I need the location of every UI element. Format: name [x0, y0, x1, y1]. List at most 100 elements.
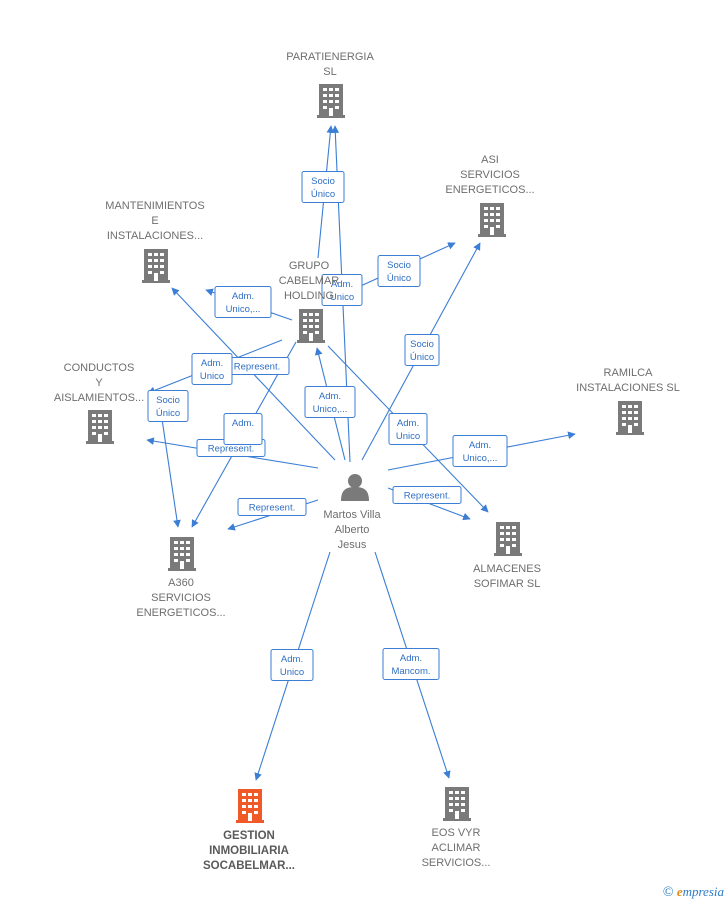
- edge-label-text: Represent.: [249, 503, 295, 514]
- edge-label-box: [452, 435, 508, 467]
- building-icon: [142, 249, 170, 283]
- edge-label-text: Adm.: [232, 291, 254, 302]
- building-icon: [86, 410, 114, 444]
- company-label-line: CABELMAR: [279, 275, 340, 287]
- edge-label-box: [321, 274, 363, 306]
- building-icon: [297, 309, 325, 343]
- company-node-grupo[interactable]: GRUPO CABELMAR HOLDING: [279, 260, 340, 343]
- edge-label-text: Represent.: [208, 444, 254, 455]
- company-label-line: SOFIMAR SL: [474, 578, 541, 590]
- company-label-line: ACLIMAR: [432, 842, 481, 854]
- company-label-line: HOLDING: [284, 290, 334, 302]
- edge-label-text: Adm.: [400, 653, 422, 664]
- person-label-line: Alberto: [335, 524, 370, 536]
- building-icon: [494, 522, 522, 556]
- company-label-line: SOCABELMAR...: [203, 860, 295, 872]
- edge-label-box: [301, 171, 345, 203]
- brand-name: mpresia: [682, 884, 724, 899]
- brand-initial: e: [676, 884, 683, 899]
- company-label-line: SL: [323, 66, 336, 78]
- edge-label-text: Adm.: [469, 440, 491, 451]
- company-node-mantenimientos[interactable]: MANTENIMIENTOSEINSTALACIONES...: [105, 200, 205, 283]
- company-label-line: Y: [95, 377, 103, 389]
- company-label-line: MANTENIMIENTOS: [105, 200, 204, 212]
- building-icon: [168, 537, 196, 571]
- company-node-gestion[interactable]: GESTION INMOBILIARIA SOCABELMAR...: [203, 789, 295, 872]
- edge-label-person-to-eos[interactable]: Adm.Mancom.: [382, 648, 440, 680]
- edge-label-person-to-paratienergia[interactable]: Adm.Unico: [321, 274, 363, 306]
- edge-label-text: Socio: [311, 176, 335, 187]
- edge-label-box: [214, 286, 272, 318]
- company-label-line: GRUPO: [289, 260, 330, 272]
- edge-label-box: [404, 334, 440, 366]
- edge-label-box: [223, 413, 263, 445]
- edge-label-person-to-grupo[interactable]: Adm. Unico,...: [304, 386, 356, 418]
- edge-label-person-to-gestion[interactable]: Adm. Unico: [270, 649, 314, 681]
- edge-label-text: Unico,...: [226, 304, 261, 315]
- edge-label-text: Unico: [200, 371, 224, 382]
- empresia-logo[interactable]: © empresia: [663, 884, 724, 901]
- building-icon: [478, 203, 506, 237]
- edge-label-grupo-to-a360[interactable]: Adm.: [223, 413, 263, 445]
- edge-label-text: Unico,...: [463, 453, 498, 464]
- edge-label-text: Unico,...: [313, 404, 348, 415]
- company-label-line: E: [151, 215, 158, 227]
- edge-label-person-to-mantenimientos[interactable]: Represent.: [224, 357, 290, 375]
- company-label-line: EOS VYR: [432, 827, 481, 839]
- company-node-eos[interactable]: EOS VYRACLIMARSERVICIOS...: [422, 787, 491, 869]
- company-node-a360[interactable]: A360SERVICIOSENERGETICOS...: [136, 537, 226, 619]
- company-label-line: A360: [168, 577, 194, 589]
- building-icon: [616, 401, 644, 435]
- company-node-asi[interactable]: ASISERVICIOSENERGETICOS...: [445, 154, 535, 237]
- company-node-ramilca[interactable]: RAMILCA INSTALACIONES SL: [576, 367, 680, 435]
- edge-label-text: Adm.: [319, 391, 341, 402]
- edge-label-grupo-to-conductos[interactable]: Adm. Unico: [191, 353, 233, 385]
- edge-label-box: [147, 390, 189, 422]
- edge-label-box: [388, 413, 428, 445]
- edge-label-text: Socio: [387, 260, 411, 271]
- building-icon: [443, 787, 471, 821]
- edge-label-person-to-ramilca[interactable]: Adm. Unico,...: [452, 435, 508, 467]
- copyright-symbol: ©: [662, 885, 674, 900]
- company-label-line: SERVICIOS: [460, 169, 520, 181]
- company-label-line: INSTALACIONES SL: [576, 382, 680, 394]
- edge-label-text: Unico: [396, 431, 420, 442]
- company-label-line: RAMILCA: [604, 367, 654, 379]
- edge-label-box: [382, 648, 440, 680]
- building-icon: [317, 84, 345, 118]
- edge-label-text: Único: [156, 408, 180, 419]
- edge-label-text: Adm.: [281, 654, 303, 665]
- edge-label-grupo-to-mantenimientos[interactable]: Adm. Unico,...: [214, 286, 272, 318]
- company-label-line: ENERGETICOS...: [445, 184, 534, 196]
- edge-label-person-to-a360[interactable]: Represent.: [237, 498, 307, 516]
- edge-label-person-to-almacenes[interactable]: Represent.: [392, 486, 462, 504]
- edge-label-box: [191, 353, 233, 385]
- edge-label-grupo-to-almacenes[interactable]: Adm. Unico: [388, 413, 428, 445]
- edge-label-text: Represent.: [404, 491, 450, 502]
- edges-layer: SocioÚnicoAdm.UnicoSocioÚnicoSocioÚnicoA…: [146, 125, 576, 781]
- edge-label-text: Unico: [280, 667, 304, 678]
- company-node-conductos[interactable]: CONDUCTOS Y AISLAMIENTOS...: [54, 362, 144, 444]
- edge-label-box: [377, 255, 421, 287]
- company-label-line: CONDUCTOS: [64, 362, 135, 374]
- edge-label-text: Adm.: [201, 358, 223, 369]
- company-label-line: GESTION: [223, 830, 275, 842]
- company-label-line: PARATIENERGIA: [286, 51, 374, 63]
- edge-label-text: Adm.: [397, 418, 419, 429]
- company-node-paratienergia[interactable]: PARATIENERGIA SL: [286, 51, 374, 118]
- company-label-line: INMOBILIARIA: [209, 845, 289, 857]
- company-label-line: AISLAMIENTOS...: [54, 392, 144, 404]
- edge-label-box: [270, 649, 314, 681]
- edge-label-text: Único: [410, 352, 434, 363]
- edge-label-text: Unico: [330, 292, 354, 303]
- edge-label-box: [304, 386, 356, 418]
- edge-label-text: Socio: [410, 339, 434, 350]
- person-label-line: Jesus: [338, 539, 367, 551]
